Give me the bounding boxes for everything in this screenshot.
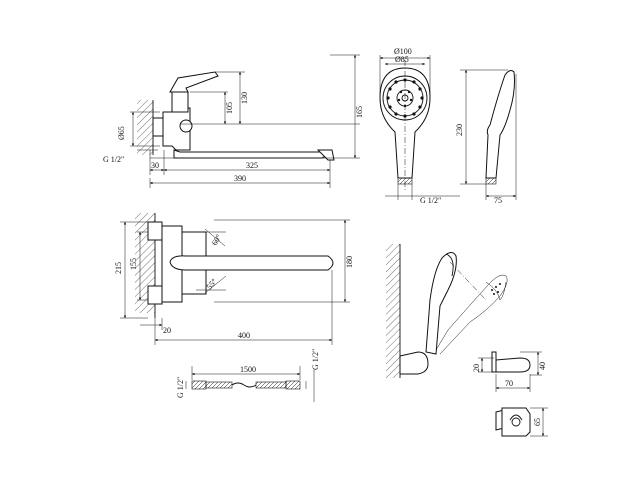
faucet-side-view: Ø65 G 1/2" 105 130 165 30 325 390	[103, 54, 364, 188]
shower-head-front: Ø100 Ø85 G 1/2"	[379, 47, 460, 205]
dim-70: 70	[505, 379, 513, 388]
dim-d100: Ø100	[394, 47, 412, 56]
dim-75: 75	[494, 196, 502, 205]
wall-hatch-shower	[386, 244, 400, 378]
dim-165: 165	[355, 106, 364, 118]
dim-65: 65	[533, 418, 542, 426]
shower-wall-mount	[386, 244, 508, 378]
dim-130: 130	[240, 92, 249, 104]
dim-d65: Ø65	[117, 126, 126, 140]
shower-head-side: 230 75	[455, 69, 517, 205]
dim-g12-hose-right: G 1/2"	[311, 349, 320, 370]
dim-g12-hose-left: G 1/2"	[176, 377, 185, 398]
dim-1500: 1500	[240, 365, 256, 374]
dim-400: 400	[238, 331, 250, 340]
wall-hatch	[137, 100, 153, 155]
faucet-top-view: 215 155 180 60° 55° 20 400	[114, 213, 354, 345]
shower-hose: 1500 G 1/2" G 1/2"	[176, 349, 320, 402]
dim-20-holder: 20	[472, 364, 481, 372]
dim-angle-55: 55°	[205, 277, 219, 291]
dim-30: 30	[151, 161, 159, 170]
holder-detail-side: 20 40 70	[472, 351, 547, 392]
holder-detail-front: 65	[495, 407, 548, 437]
dim-155: 155	[129, 258, 138, 270]
dim-20: 20	[163, 326, 171, 335]
dim-215: 215	[114, 262, 123, 274]
dim-g12-head: G 1/2"	[420, 196, 441, 205]
dim-g12-faucet: G 1/2"	[103, 155, 124, 164]
dim-105: 105	[225, 102, 234, 114]
dim-40: 40	[538, 362, 547, 370]
dim-180: 180	[345, 256, 354, 268]
dim-d85: Ø85	[395, 55, 409, 64]
dim-325: 325	[246, 161, 258, 170]
dim-230: 230	[455, 124, 464, 136]
dim-390: 390	[234, 174, 246, 183]
tilted-head-dots	[491, 283, 501, 295]
